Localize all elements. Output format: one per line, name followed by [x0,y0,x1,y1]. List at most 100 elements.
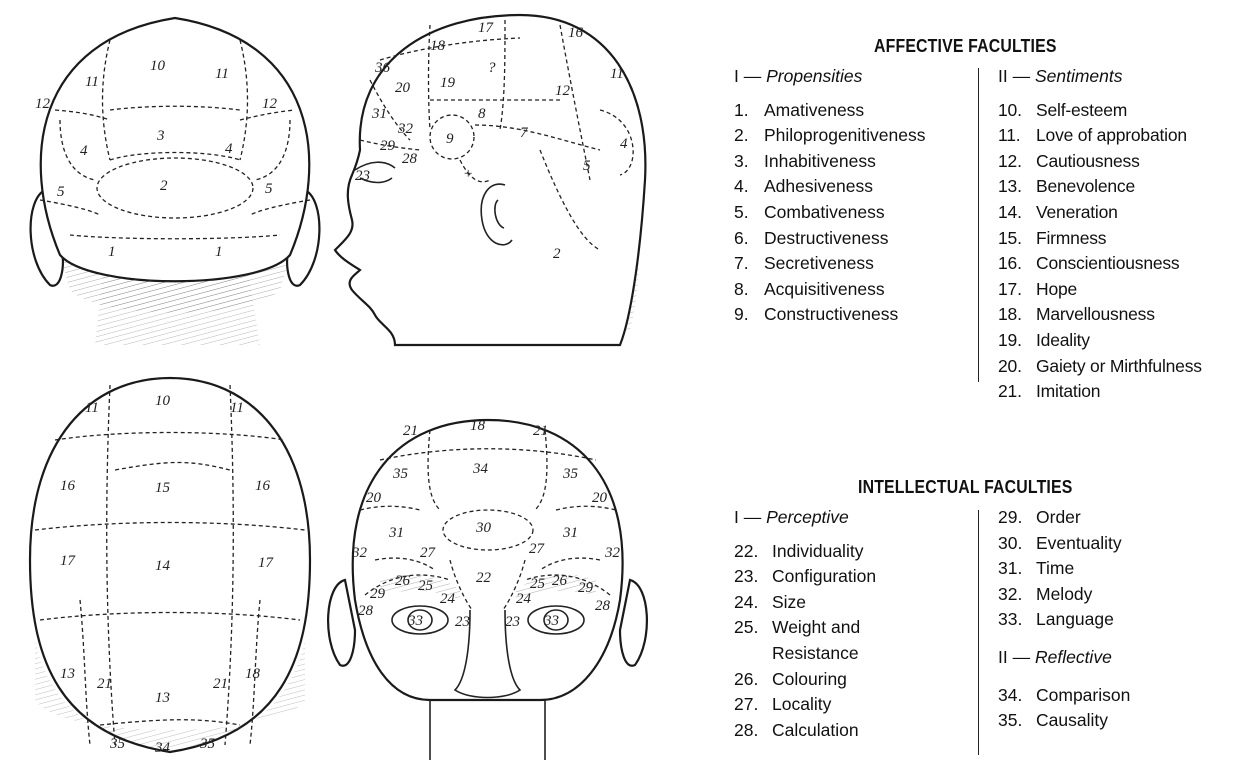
faculty-item: 35.Causality [998,708,1236,734]
region-label: 23 [455,614,470,630]
region-label: 11 [215,66,229,82]
faculty-item: 28.Calculation [734,718,979,744]
faculty-number: 10. [998,98,1036,124]
faculty-name: Marvellousness [1036,304,1155,324]
region-label: 1 [108,244,116,260]
region-label: 26 [395,573,411,589]
region-label: 31 [562,525,578,541]
faculty-number: 27. [734,692,772,718]
region-label: 21 [213,676,228,692]
faculty-name: Combativeness [764,202,885,222]
side-view-head: 17 16 18 11 36 20 19 ? 12 31 32 8 9 7 29… [335,15,645,345]
faculty-number: 29. [998,505,1036,531]
faculty-name: Veneration [1036,202,1118,222]
faculty-item: 21.Imitation [998,379,1236,405]
region-label: 25 [418,578,434,594]
region-label: 2 [553,246,561,262]
faculty-number: 21. [998,379,1036,405]
faculty-item: 15.Firmness [998,226,1236,252]
faculty-name: Hope [1036,279,1077,299]
region-label: 35 [199,736,216,752]
faculty-name: Amativeness [764,100,864,120]
faculty-item: 4.Adhesiveness [734,174,979,200]
faculty-name: Cautiousness [1036,151,1140,171]
region-label: 31 [371,106,387,122]
faculty-item: 24.Size [734,590,979,616]
reflective-heading: II — Reflective [998,645,1236,671]
region-label: 20 [395,80,411,96]
faculty-item: 20.Gaiety or Mirthfulness [998,354,1236,380]
propensities-roman: I — [734,66,761,86]
faculty-name: Conscientiousness [1036,253,1180,273]
region-label: 35 [562,466,579,482]
faculty-item: 9.Constructiveness [734,302,979,328]
region-label: 18 [245,666,261,682]
faculty-name: Individuality [772,541,863,561]
faculty-number: 11. [998,123,1036,149]
faculty-number: 20. [998,354,1036,380]
region-label: 32 [397,121,414,137]
faculties-legend: AFFECTIVE FACULTIES I — Propensities 1.A… [722,0,1236,760]
faculty-name: Ideality [1036,330,1090,350]
region-label: 18 [470,418,486,434]
propensities-label: Propensities [766,66,862,86]
faculty-number: 35. [998,708,1036,734]
affective-faculties-title: AFFECTIVE FACULTIES [874,36,1057,57]
faculty-number: 34. [998,683,1036,709]
faculty-name: Gaiety or Mirthfulness [1036,356,1202,376]
faculty-name: Philoprogenitiveness [764,125,926,145]
region-label: 11 [85,400,99,416]
faculty-number: 4. [734,174,764,200]
phrenology-heads-illustration: 11 10 11 12 12 4 3 4 2 5 5 1 1 [0,0,700,760]
faculty-item: 13.Benevolence [998,174,1236,200]
region-label: 30 [475,520,492,536]
faculty-item: 1.Amativeness [734,98,979,124]
faculty-number: 30. [998,531,1036,557]
faculty-number: 32. [998,582,1036,608]
sentiments-list: 10.Self-esteem11.Love of approbation12.C… [998,98,1236,405]
faculty-name: Inhabitiveness [764,151,876,171]
faculty-name: Language [1036,609,1114,629]
faculty-item: 11.Love of approbation [998,123,1236,149]
back-view-head: 11 10 11 12 12 4 3 4 2 5 5 1 1 [31,18,320,345]
region-label: 13 [60,666,75,682]
faculty-number: 2. [734,123,764,149]
top-view-head: 10 11 11 16 15 16 17 14 17 13 21 13 21 1… [30,378,310,756]
region-label: 35 [109,736,126,752]
region-label: 17 [60,553,77,569]
region-label: 19 [440,75,456,91]
faculty-name: Locality [772,694,831,714]
faculty-name: Firmness [1036,228,1106,248]
faculty-item: 27.Locality [734,692,979,718]
faculty-item: 5.Combativeness [734,200,979,226]
faculty-name: Size [772,592,806,612]
region-label: 20 [366,490,382,506]
region-label: 12 [35,96,51,112]
region-label: 22 [476,570,492,586]
faculty-item: 3.Inhabitiveness [734,149,979,175]
region-label: 11 [610,66,624,82]
faculty-name: Destructiveness [764,228,889,248]
perceptive-list: 22.Individuality23.Configuration24.Size2… [734,539,979,744]
perceptive-column: I — Perceptive 22.Individuality23.Config… [734,505,979,743]
faculty-number: 18. [998,302,1036,328]
intellectual-faculties-title: INTELLECTUAL FACULTIES [858,477,1072,498]
faculty-item: 17.Hope [998,277,1236,303]
sentiments-roman: II — [998,66,1030,86]
faculty-number: 28. [734,718,772,744]
faculty-item: 32.Melody [998,582,1236,608]
region-label: 21 [533,423,548,439]
faculty-name: Melody [1036,584,1092,604]
region-label: 17 [478,20,495,36]
region-label: 10 [150,58,166,74]
region-label: 15 [155,480,171,496]
region-label: 12 [262,96,278,112]
faculty-item: 34.Comparison [998,683,1236,709]
faculty-name: Resistance [772,643,859,663]
region-label: 26 [552,573,568,589]
region-label: 5 [583,158,591,174]
region-label: 25 [530,576,546,592]
faculty-name: Colouring [772,669,847,689]
faculty-number: 19. [998,328,1036,354]
